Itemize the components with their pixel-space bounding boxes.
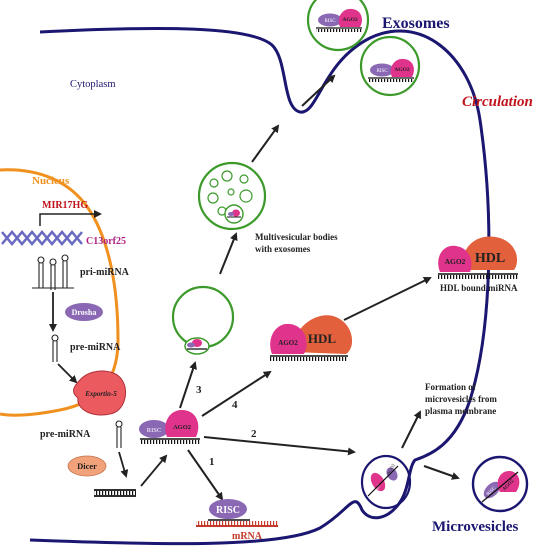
microvesicles-title: Microvesicles (432, 519, 519, 535)
ago2-hdl-cyto-label: AGO2 (278, 339, 298, 347)
arrow-to-microvesicle (423, 465, 460, 480)
mv-risc-label: RISC (486, 485, 498, 497)
mv-formation-line3: plasma membrane (425, 406, 496, 416)
pri-mirna-label: pri-miRNA (80, 267, 130, 278)
risc-target-label: RISC (216, 505, 240, 516)
released-microvesicle: RISC AGO2 (471, 455, 529, 513)
pathway-3-arrow (179, 361, 197, 409)
dicer-enzyme (67, 455, 107, 477)
risc-small (139, 420, 169, 438)
pathway-1-arrow (187, 449, 224, 501)
hdl-circ-label: HDL (475, 251, 505, 266)
drosha-enzyme (65, 303, 103, 321)
ago2-small (165, 410, 199, 437)
pathway-2-arrow (203, 436, 356, 456)
hdl-cyto-label: HDL (308, 331, 337, 346)
dna-helix-strand-a (1, 230, 83, 246)
arrow-bud-to-formation (401, 410, 421, 449)
ago2-small-label: AGO2 (173, 424, 191, 431)
exportin5-protein (73, 370, 126, 416)
arrow-mvb-to-membrane (251, 124, 280, 163)
arrow-to-exosomes (301, 74, 336, 107)
arrow-hdl-to-circulation (343, 277, 432, 321)
mvb-label-line1: Multivesicular bodies (255, 232, 338, 242)
risc-ago2-complex: RISC AGO2 (139, 410, 200, 444)
exosome-1-risc-label: RISC (324, 19, 336, 24)
mrna-strand (196, 519, 278, 527)
arrow-endosome-to-mvb (219, 232, 238, 275)
multivesicular-body (197, 161, 267, 231)
pathway-2-label: 2 (251, 428, 257, 440)
exportin5-label: Exportin-5 (84, 390, 117, 398)
pathway-4-arrow (201, 370, 272, 417)
pathway-4-label: 4 (232, 399, 238, 411)
budding-ago2-label: AGO2 (386, 463, 396, 476)
pre-mirna-nucleus-label: pre-miRNA (70, 342, 121, 353)
plasma-membrane (29, 26, 491, 546)
mv-formation-line1: Formation of (425, 382, 477, 392)
budding-risc-label: RISC (372, 484, 381, 495)
risc-target-complex (209, 499, 247, 519)
circulation-label: Circulation (462, 94, 533, 110)
locus-name-label: C13orf25 (86, 236, 126, 247)
budding-microvesicle: AGO2 RISC (360, 454, 412, 510)
mirna-duplex (94, 489, 136, 497)
exosomes-title: Exosomes (382, 15, 450, 32)
hdl-bound-mirna-label: HDL bound miRNA (440, 283, 518, 293)
exosome-1: RISC AGO2 (306, 0, 370, 52)
arrow-pre-to-exportin (57, 363, 78, 384)
nucleus-label: Nucleus (32, 175, 70, 187)
early-endosome (171, 285, 235, 355)
pathway-3-label: 3 (196, 384, 202, 396)
arrow-duplex-to-risc (140, 454, 168, 487)
risc-small-label: RISC (147, 427, 161, 434)
arrow-pre-to-dicer (118, 451, 129, 478)
exosome-2: RISC AGO2 (359, 35, 421, 97)
nuclear-envelope (0, 168, 120, 417)
drosha-label: Drosha (72, 308, 97, 317)
mvb-label-line2: with exosomes (255, 244, 311, 254)
pathway-1-label: 1 (209, 456, 215, 468)
mrna-label: mRNA (232, 531, 263, 542)
ago2-hdl-complex-cytoplasm: AGO2 HDL (270, 315, 353, 361)
pri-mirna-hairpins (32, 254, 74, 290)
exosome-2-risc-label: RISC (376, 69, 388, 74)
pre-mirna-hairpin-cytoplasm (115, 420, 123, 448)
exosome-1-ago2-label: AGO2 (342, 17, 358, 23)
dicer-label: Dicer (77, 461, 97, 471)
mv-formation-line2: microvesicles from (425, 394, 497, 404)
pre-mirna-cytoplasm-label: pre-miRNA (40, 429, 91, 440)
gene-name-label: MIR17HG (42, 200, 88, 211)
hdl-circ-ago2-label: AGO2 (445, 257, 466, 266)
cytoplasm-label: Cytoplasm (70, 79, 116, 90)
transcription-start-arrow (39, 210, 102, 226)
dna-helix-strand-b (1, 230, 83, 246)
hdl-bound-mirna: AGO2 HDL (438, 236, 518, 279)
exosome-2-ago2-label: AGO2 (394, 67, 410, 73)
pre-mirna-hairpin-nucleus (51, 334, 59, 362)
